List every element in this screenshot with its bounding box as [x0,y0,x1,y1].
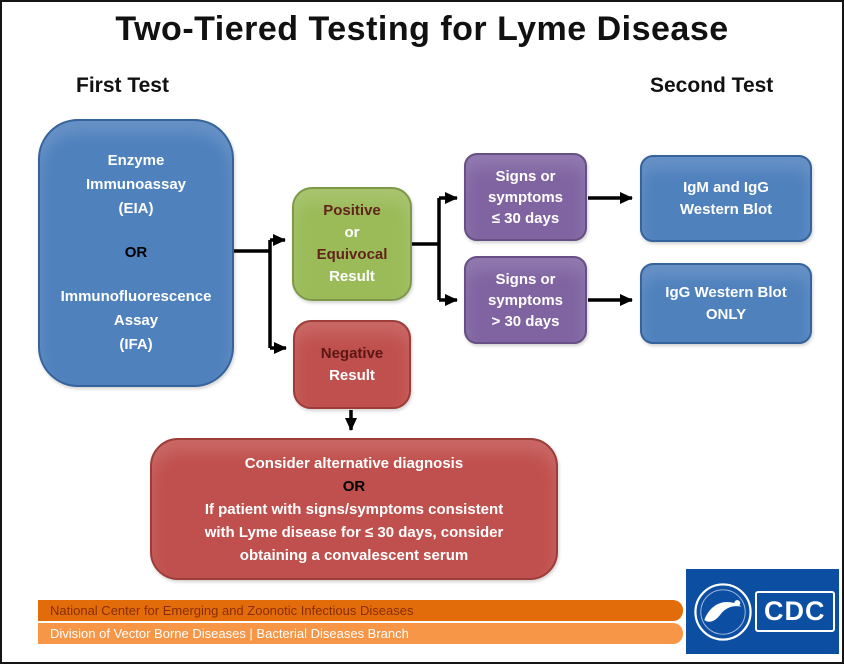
node-text: Assay [113,312,159,329]
node-text-or: OR [124,244,148,261]
node-text-or: OR [342,477,366,495]
node-first-test-eia-ifa: Enzyme Immunoassay (EIA) OR Immunofluore… [38,119,234,387]
node-text: If patient with signs/symptoms consisten… [204,500,504,518]
node-text: Result [329,366,375,384]
node-negative-result: Negative Result [293,320,411,409]
node-igg-western-blot-only: IgG Western Blot ONLY [640,263,812,344]
node-text: Immunofluorescence [60,288,212,305]
node-text: Signs or [495,167,556,185]
node-text: (EIA) [118,200,154,217]
node-text: Positive [323,202,381,219]
cdc-logo-text: CDC [755,591,835,632]
node-text: or [344,224,360,241]
node-text: ≤ 30 days [491,209,560,227]
node-text: IgG Western Blot [665,283,787,301]
node-text: symptoms [487,291,564,309]
second-test-label: Second Test [650,74,774,97]
cdc-logo: CDC [686,569,839,654]
node-alternative-diagnosis: Consider alternative diagnosis OR If pat… [150,438,558,580]
node-text: Consider alternative diagnosis [244,454,464,472]
node-text: Equivocal [316,246,388,263]
node-positive-equivocal-result: Positive or Equivocal Result [292,187,412,301]
node-text: Immunoassay [85,176,187,193]
node-text: Enzyme [107,152,165,169]
footer-bar-division: Division of Vector Borne Diseases | Bact… [38,623,683,644]
node-text: ONLY [705,305,747,323]
node-text: Western Blot [679,200,773,218]
node-text: (IFA) [119,336,153,353]
node-text: Signs or [495,270,556,288]
page-title: Two-Tiered Testing for Lyme Disease [115,10,729,48]
node-text: symptoms [487,188,564,206]
first-test-label: First Test [76,74,169,97]
node-text: with Lyme disease for ≤ 30 days, conside… [204,523,504,541]
node-signs-symptoms-30-or-less: Signs or symptoms ≤ 30 days [464,153,587,241]
node-text: Result [329,268,375,285]
node-text: > 30 days [491,312,560,330]
node-signs-symptoms-over-30: Signs or symptoms > 30 days [464,256,587,344]
node-text: Negative [320,344,384,362]
hhs-seal-icon [694,582,752,641]
node-igm-igg-western-blot: IgM and IgG Western Blot [640,155,812,242]
node-text: obtaining a convalescent serum [239,546,469,564]
node-text: IgM and IgG [683,178,769,196]
footer-bar-national-center: National Center for Emerging and Zoonoti… [38,600,683,621]
